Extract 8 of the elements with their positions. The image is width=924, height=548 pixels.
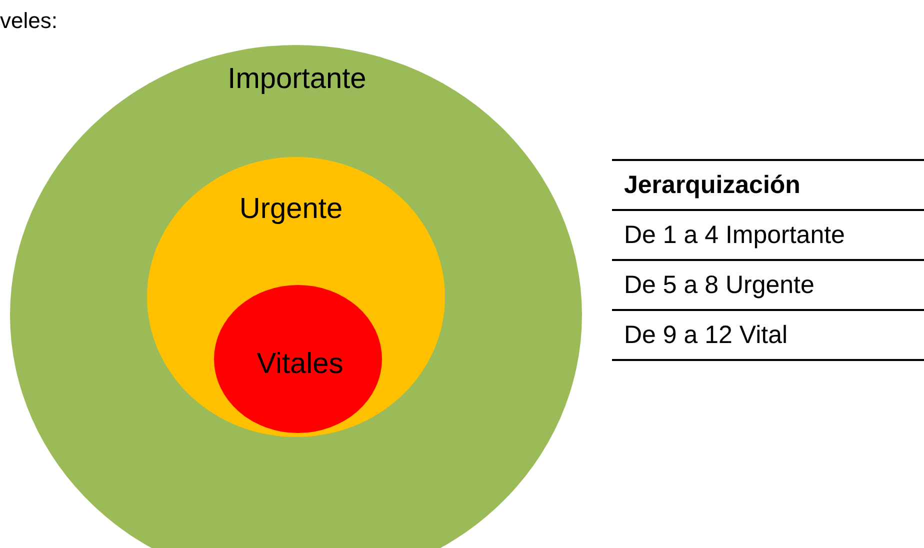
table-header: Jerarquización: [624, 170, 800, 200]
intro-text: veles:: [0, 8, 58, 34]
circle-label: Urgente: [239, 192, 343, 227]
table-cell: De 9 a 12 Vital: [624, 320, 788, 350]
table-cell: De 1 a 4 Importante: [624, 220, 845, 250]
table-cell: De 5 a 8 Urgente: [624, 270, 814, 300]
circle-label: Importante: [228, 62, 366, 97]
circle-label: Vitales: [256, 347, 344, 382]
